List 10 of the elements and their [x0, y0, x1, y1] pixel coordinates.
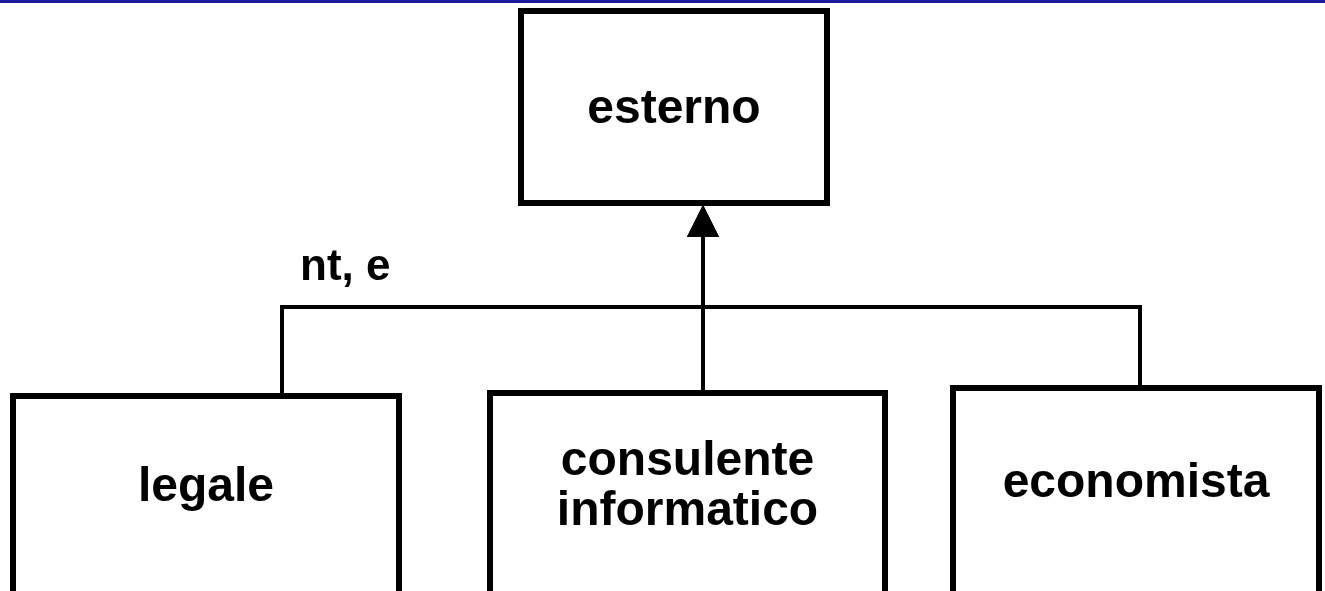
connector-arrow: [687, 205, 1142, 385]
entity-box: [950, 385, 1322, 591]
entity-name: consulente informatico: [555, 433, 820, 535]
entity-name: esterno: [587, 81, 761, 133]
constraint-label: nt, e: [300, 239, 391, 291]
entity-box: [487, 390, 888, 591]
entity-box: [518, 8, 830, 206]
entity-name: economista: [1002, 456, 1270, 507]
entity-name: legale: [137, 460, 275, 511]
entity-box: [10, 393, 402, 591]
